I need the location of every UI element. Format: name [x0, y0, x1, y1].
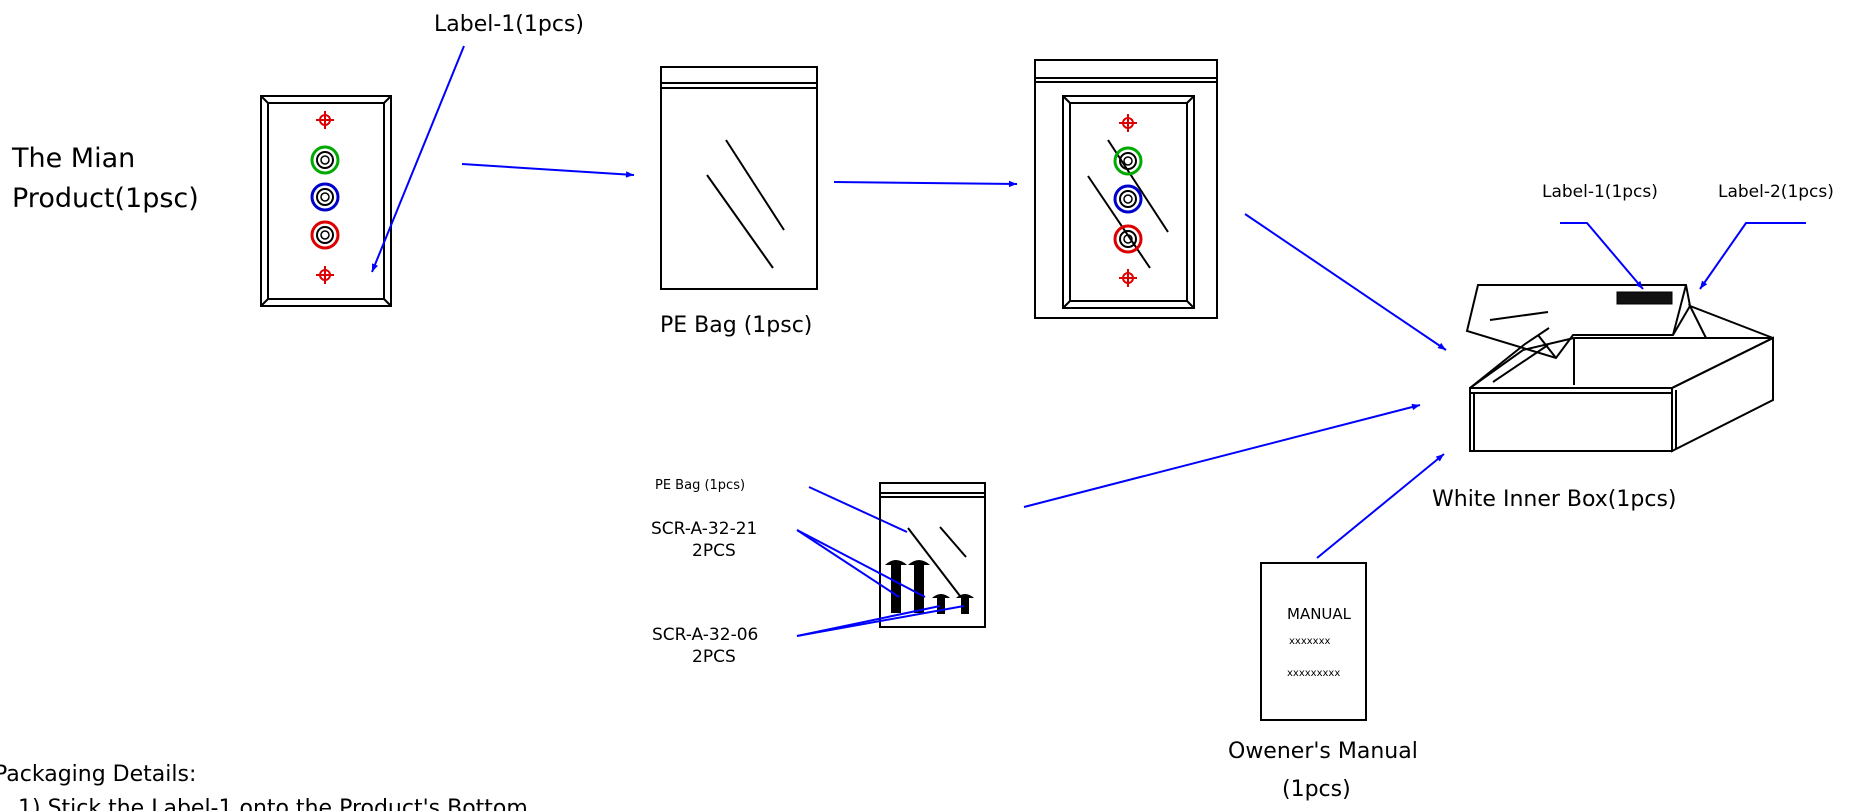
bagged-screw-bottom-icon — [1118, 268, 1138, 288]
bagged-jack-blue-icon — [1113, 184, 1143, 214]
main-product-line2: Product(1psc) — [12, 183, 199, 214]
screw-a-leader-2 — [796, 529, 926, 598]
arrow-bagged-to-box — [1244, 213, 1447, 351]
screw-long-1-icon — [885, 560, 907, 613]
main-product-label: The Mian Product(1psc) — [11, 143, 199, 214]
label1-top-text: Label-1(1pcs) — [434, 12, 584, 37]
pe-bag-2 — [879, 482, 986, 628]
pe-bag-1-label: PE Bag (1psc) — [660, 313, 812, 338]
bagged-product — [1034, 59, 1218, 319]
pe-bag-2-leader — [808, 486, 908, 533]
arrow-bag-to-bagged — [833, 180, 1018, 188]
screw-b-code: SCR-A-32-06 — [652, 625, 758, 645]
pe-bag-2-label: PE Bag (1pcs) — [655, 478, 745, 493]
jack-blue-icon — [310, 182, 340, 212]
box-label1-sticker — [1616, 291, 1673, 305]
box-label2-text: Label-2(1pcs) — [1718, 182, 1834, 202]
pe-bag-1 — [660, 66, 818, 290]
jack-red-icon — [310, 220, 340, 250]
manual-cover-line1: xxxxxxx — [1289, 636, 1331, 647]
packaging-step-1: 1) Stick the Label-1 onto the Product's … — [18, 796, 528, 811]
box-label1-leader-arrow — [1560, 222, 1644, 290]
mount-screw-top-icon — [315, 110, 335, 130]
screw-a-code: SCR-A-32-21 — [651, 519, 757, 539]
screw-short-1-icon — [932, 594, 950, 614]
white-inner-box-label: White Inner Box(1pcs) — [1432, 487, 1677, 512]
screw-short-2-icon — [956, 594, 974, 614]
jack-green-icon — [310, 145, 340, 175]
screw-b-leader-2 — [796, 605, 965, 637]
bagged-jack-green-icon — [1113, 146, 1143, 176]
label1-leader-arrow — [371, 45, 465, 273]
main-product-plate — [260, 95, 392, 307]
owners-manual-qty: (1pcs) — [1282, 777, 1351, 802]
screw-a-leader-1 — [796, 529, 900, 598]
screw-a-qty: 2PCS — [692, 541, 736, 561]
packaging-details-title: Packaging Details: — [0, 762, 196, 787]
manual-booklet — [1260, 562, 1367, 721]
arrow-product-to-bag — [461, 163, 635, 178]
box-label1-text: Label-1(1pcs) — [1542, 182, 1658, 202]
arrow-bag2-to-box — [1023, 403, 1421, 508]
main-product-line1: The Mian — [11, 143, 135, 174]
screw-long-2-icon — [908, 560, 930, 613]
white-inner-box — [1465, 284, 1774, 453]
manual-cover-title: MANUAL — [1287, 605, 1352, 623]
arrow-manual-to-box — [1316, 453, 1445, 559]
owners-manual-label: Owener's Manual — [1228, 739, 1418, 764]
bagged-jack-red-icon — [1113, 224, 1143, 254]
manual-cover-line2: xxxxxxxxx — [1287, 668, 1340, 679]
mount-screw-bottom-icon — [315, 265, 335, 285]
screw-b-qty: 2PCS — [692, 647, 736, 667]
bagged-screw-top-icon — [1118, 113, 1138, 133]
box-label2-leader-arrow — [1699, 222, 1806, 290]
